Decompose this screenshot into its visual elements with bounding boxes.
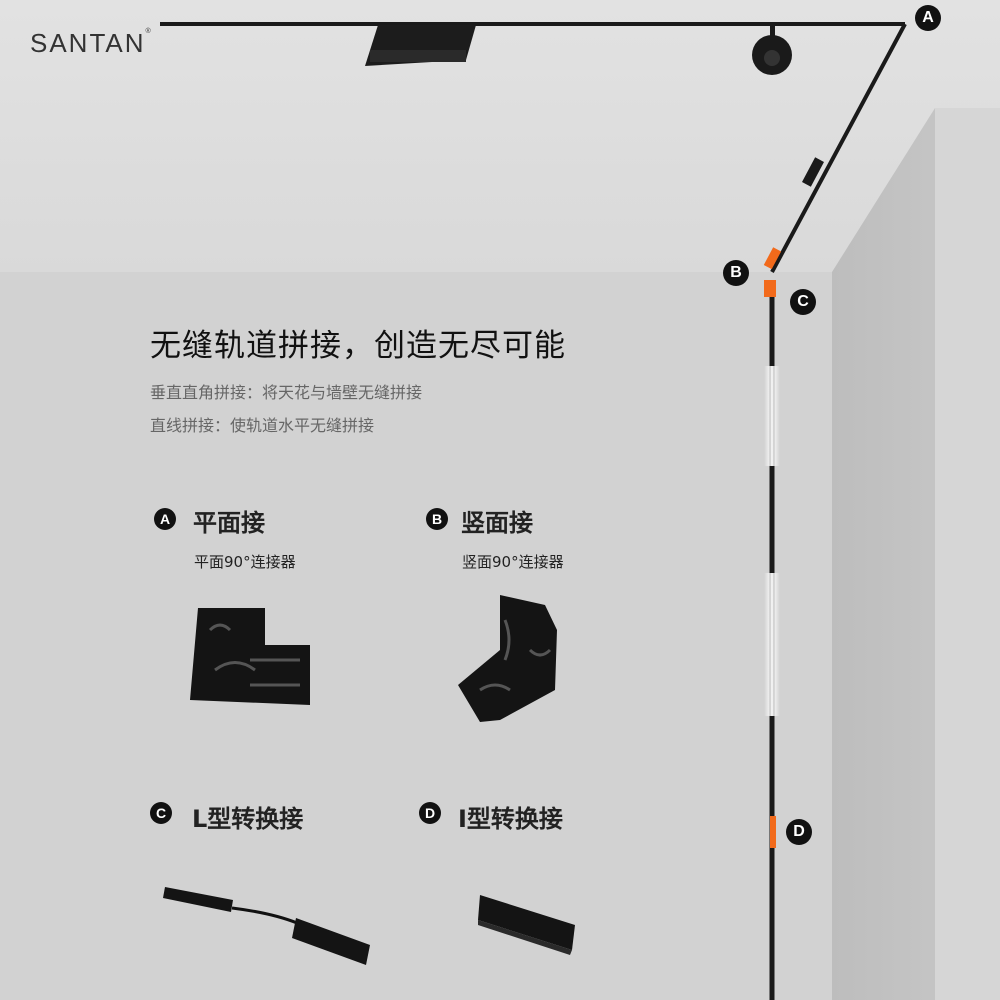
i-connector-product	[478, 895, 575, 955]
section-b-title: 竖面接	[461, 509, 533, 537]
marker-a: A	[915, 5, 941, 31]
marker-c: C	[790, 289, 816, 315]
brand-logo: SANTAN®	[30, 28, 153, 59]
brand-name: SANTAN	[30, 28, 146, 58]
subtitle-line: 直线拼接：使轨道水平无缝拼接	[150, 416, 375, 435]
section-c-badge: C	[150, 802, 172, 824]
section-a-title: 平面接	[193, 509, 265, 537]
subtitle-line: 垂直直角拼接：将天花与墙壁无缝拼接	[150, 383, 423, 402]
section-a-desc: 平面90°连接器	[194, 553, 296, 571]
l-connector-product	[163, 887, 370, 965]
section-c-title: L型转换接	[192, 805, 304, 833]
connector-d-marker	[770, 816, 776, 848]
marker-b: B	[723, 260, 749, 286]
page-title: 无缝轨道拼接，创造无尽可能	[150, 328, 566, 364]
vertical-connector-product	[458, 595, 557, 722]
section-d-badge: D	[419, 802, 441, 824]
pendant-spot	[802, 157, 824, 187]
marker-d: D	[786, 819, 812, 845]
ceiling	[0, 0, 1000, 272]
linear-spotlight-fixture	[365, 25, 476, 66]
connector-c-marker	[764, 280, 776, 297]
light-strip	[764, 573, 780, 716]
connector-b-marker	[763, 247, 782, 270]
spotlight-fixture	[752, 24, 792, 75]
back-wall	[0, 272, 832, 1000]
section-b-desc: 竖面90°连接器	[462, 553, 564, 571]
section-d-title: I型转换接	[458, 805, 563, 833]
section-b-badge: B	[426, 508, 448, 530]
light-strip	[764, 366, 780, 466]
flat-connector-product	[190, 608, 310, 705]
registered-mark: ®	[145, 28, 153, 35]
section-a-badge: A	[154, 508, 176, 530]
diagonal-track	[770, 23, 907, 273]
